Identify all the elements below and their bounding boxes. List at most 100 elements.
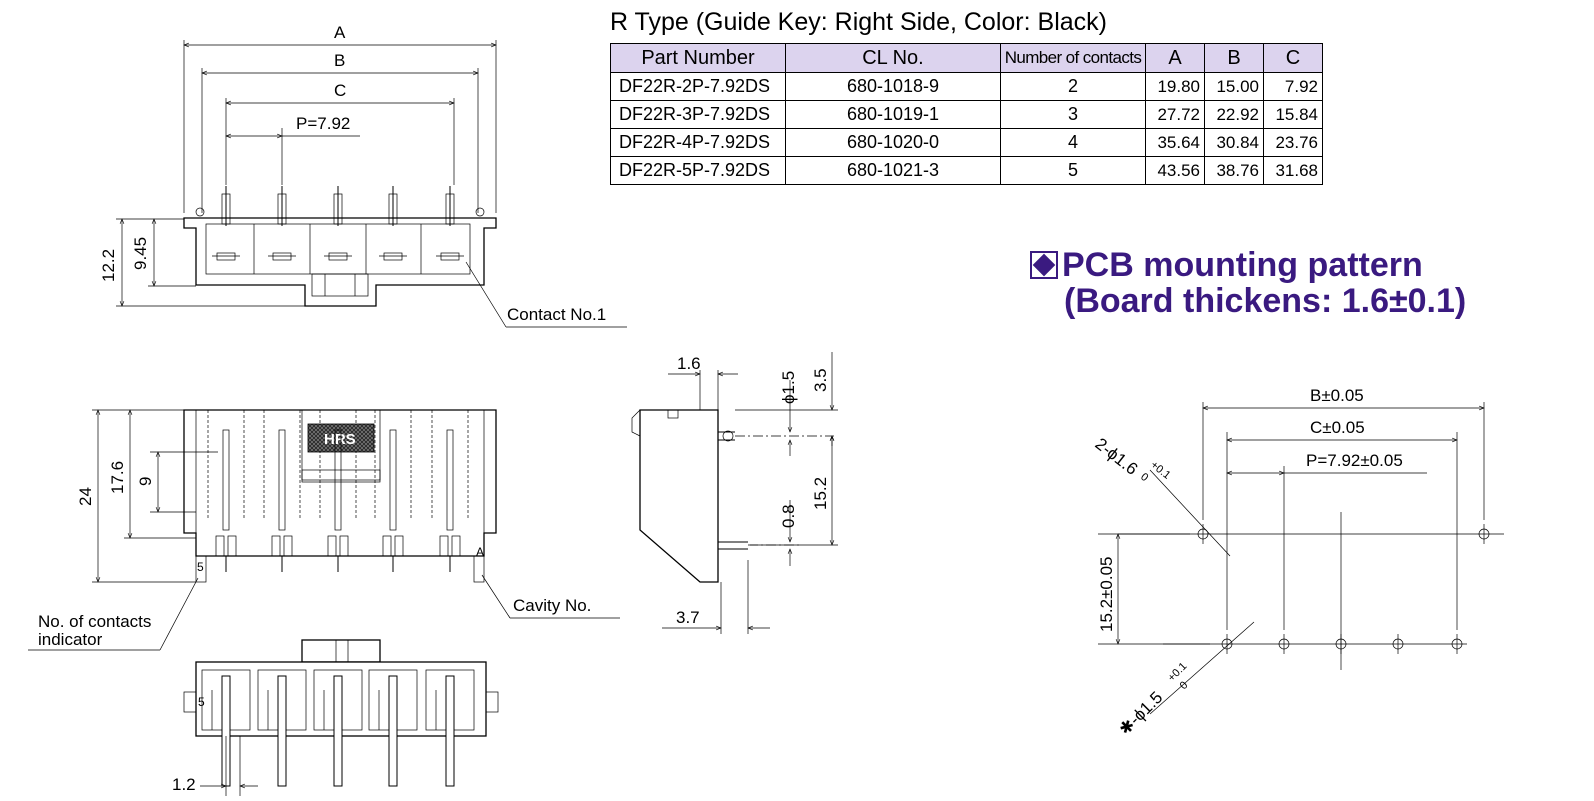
- top-contact: [383, 252, 403, 261]
- table-row: DF22R-2P-7.92DS 680-1018-9 2 19.80 15.00…: [610, 72, 1323, 101]
- bottom-pins: [201, 669, 475, 787]
- pcb-heading-line2: (Board thickens: 1.6±0.1): [1064, 282, 1467, 320]
- front-pin: [278, 429, 286, 531]
- dim-b-label: B: [334, 51, 345, 70]
- height-24-label: 24: [76, 487, 95, 506]
- b-cell: 38.76: [1204, 156, 1264, 185]
- mark-a-front: A: [476, 545, 484, 559]
- pcb-heading-line1: PCB mounting pattern: [1062, 246, 1423, 284]
- contact-no-1-label: Contact No.1: [507, 305, 606, 324]
- pcb-c-label: C±0.05: [1310, 418, 1365, 437]
- side-15-2-label: 15.2: [811, 477, 830, 510]
- side-3-5-label: 3.5: [811, 368, 830, 392]
- b-cell: 15.00: [1204, 72, 1264, 101]
- pcb-hole-big-label: 2-ϕ1.6: [1092, 434, 1142, 479]
- contacts-cell: 4: [1000, 128, 1146, 157]
- top-pin-body: [221, 193, 231, 225]
- top-contact: [216, 252, 236, 261]
- front-pin: [334, 429, 342, 531]
- pcb-pattern: B±0.05 C±0.05 P=7.92±0.05 15.2±0.05 2-ϕ1…: [1092, 386, 1504, 739]
- pcb-hole-big-tol-plus: +0.1: [1148, 459, 1173, 482]
- c-cell: 7.92: [1263, 72, 1323, 101]
- front-foot: [227, 535, 237, 557]
- cl-no-cell: 680-1019-1: [785, 100, 1001, 129]
- a-cell: 27.72: [1145, 100, 1205, 129]
- front-pins: [215, 429, 461, 572]
- pcb-heading: PCB mounting pattern (Board thickens: 1.…: [1030, 247, 1466, 319]
- header-part-number: Part Number: [610, 43, 786, 73]
- front-foot: [439, 535, 449, 557]
- table-row: DF22R-4P-7.92DS 680-1020-0 4 35.64 30.84…: [610, 128, 1323, 157]
- bottom-pin: [277, 675, 287, 787]
- side-1-6-label: 1.6: [677, 354, 701, 373]
- front-foot: [451, 535, 461, 557]
- header-cl-no: CL No.: [785, 43, 1001, 73]
- header-number-of-contacts: Number of contacts: [1000, 43, 1146, 73]
- header-b: B: [1204, 43, 1264, 73]
- hrs-logo: HRS: [324, 431, 356, 448]
- c-cell: 31.68: [1263, 156, 1323, 185]
- front-dashed-cavities: [207, 410, 469, 520]
- pitch-label: P=7.92: [296, 114, 350, 133]
- dim-a-label: A: [334, 23, 346, 42]
- pcb-hole-small-tol-plus: +0.1: [1166, 660, 1190, 684]
- front-foot: [394, 535, 404, 557]
- pcb-hole-small-tol-zero: 0: [1178, 679, 1191, 692]
- top-pin-body: [445, 193, 455, 225]
- spec-table: Part Number CL No. Number of contacts A …: [610, 43, 1323, 185]
- pcb-b-label: B±0.05: [1310, 386, 1364, 405]
- bottom-view: 5 1.2: [172, 639, 499, 796]
- front-foot: [339, 535, 349, 557]
- part-number-cell: DF22R-3P-7.92DS: [610, 100, 786, 129]
- b-cell: 30.84: [1204, 128, 1264, 157]
- cl-no-cell: 680-1020-0: [785, 128, 1001, 157]
- front-pin: [222, 429, 230, 531]
- front-foot: [215, 535, 225, 557]
- height-12-2-label: 12.2: [99, 249, 118, 282]
- mark-5-bottom: 5: [198, 695, 205, 709]
- table-row: DF22R-5P-7.92DS 680-1021-3 5 43.56 38.76…: [610, 156, 1323, 185]
- a-cell: 35.64: [1145, 128, 1205, 157]
- front-foot: [271, 535, 281, 557]
- height-9-label: 9: [136, 477, 155, 486]
- side-phi-1-5-label: ϕ1.5: [779, 371, 798, 404]
- top-guide-post: [475, 207, 485, 217]
- part-number-cell: DF22R-2P-7.92DS: [610, 72, 786, 101]
- top-contact: [272, 252, 292, 261]
- front-foot: [283, 535, 293, 557]
- b-cell: 22.92: [1204, 100, 1264, 129]
- height-9-45-label: 9.45: [131, 237, 150, 270]
- cl-no-cell: 680-1021-3: [785, 156, 1001, 185]
- cavity-no-label: Cavity No.: [513, 596, 591, 615]
- top-pin-body: [277, 193, 287, 225]
- front-foot: [382, 535, 392, 557]
- spec-table-title: R Type (Guide Key: Right Side, Color: Bl…: [610, 8, 1107, 36]
- header-a: A: [1145, 43, 1205, 73]
- bottom-pin: [388, 675, 398, 787]
- a-cell: 19.80: [1145, 72, 1205, 101]
- side-0-8-label: 0.8: [779, 504, 798, 528]
- mark-5-front: 5: [197, 560, 204, 574]
- top-pins: [195, 186, 485, 274]
- front-pin: [389, 429, 397, 531]
- bottom-pin: [445, 675, 455, 787]
- bottom-1-2-label: 1.2: [172, 775, 196, 794]
- contacts-indicator-label-2: indicator: [38, 630, 103, 649]
- part-number-cell: DF22R-5P-7.92DS: [610, 156, 786, 185]
- pcb-p-label: P=7.92±0.05: [1306, 451, 1403, 470]
- part-number-cell: DF22R-4P-7.92DS: [610, 128, 786, 157]
- table-row: DF22R-3P-7.92DS 680-1019-1 3 27.72 22.92…: [610, 100, 1323, 129]
- side-view: 1.6 ϕ1.5 3.5 15.2 0.8 3.7: [631, 352, 838, 634]
- front-view: HRS 5 A 24 17.6 9 No. of contacts indica…: [28, 410, 620, 651]
- bottom-pin: [333, 675, 343, 787]
- pcb-hole-big-tol-zero: 0: [1138, 471, 1150, 484]
- side-3-7-label: 3.7: [676, 608, 700, 627]
- contacts-cell: 5: [1000, 156, 1146, 185]
- front-pin: [446, 429, 454, 531]
- contacts-cell: 2: [1000, 72, 1146, 101]
- top-pin-body: [388, 193, 398, 225]
- pcb-holes: [1197, 524, 1490, 654]
- spec-table-header-row: Part Number CL No. Number of contacts A …: [610, 43, 1323, 73]
- cl-no-cell: 680-1018-9: [785, 72, 1001, 101]
